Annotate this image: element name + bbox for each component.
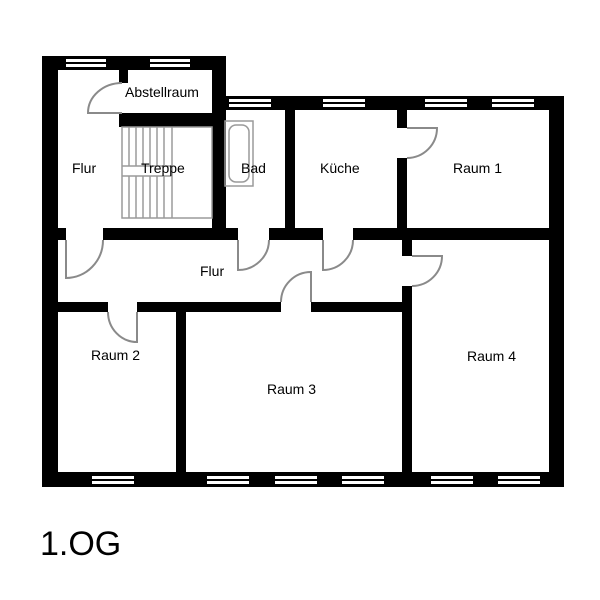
room-label-raum-1: Raum 1	[453, 160, 502, 176]
doors	[65, 82, 444, 344]
door-raum-3	[280, 270, 312, 303]
floor-label: 1.OG	[40, 525, 121, 563]
door-flur-left	[65, 239, 104, 280]
room-label-kueche: Küche	[320, 160, 360, 176]
bathtub-icon	[224, 120, 254, 187]
room-label-flur-left: Flur	[72, 160, 96, 176]
windows	[66, 59, 540, 484]
room-label-flur-corridor: Flur	[200, 263, 224, 279]
room-label-raum-2: Raum 2	[91, 347, 140, 363]
interior-walls	[58, 70, 549, 472]
door-kueche	[322, 239, 354, 272]
room-label-treppe: Treppe	[141, 160, 185, 176]
room-label-raum-3: Raum 3	[267, 381, 316, 397]
door-abstellraum	[86, 82, 123, 114]
door-bad	[237, 239, 270, 272]
room-label-abstellraum: Abstellraum	[125, 84, 199, 100]
door-raum-4	[411, 255, 444, 287]
room-labels: Flur Abstellraum Treppe Bad Küche Raum 1…	[72, 84, 516, 397]
door-raum-2	[107, 311, 138, 344]
room-label-bad: Bad	[241, 160, 266, 176]
room-label-raum-4: Raum 4	[467, 348, 516, 364]
staircase	[121, 126, 213, 219]
door-raum-1	[406, 127, 439, 159]
